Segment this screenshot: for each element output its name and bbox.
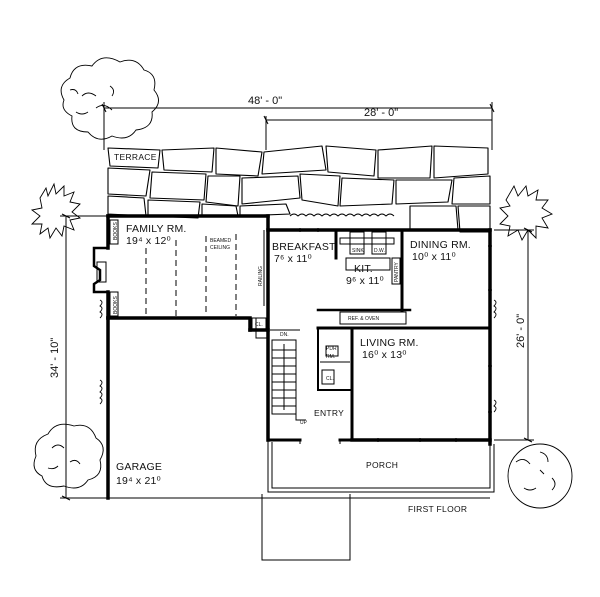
railing-label: RAILING bbox=[258, 266, 264, 286]
up-label: UP bbox=[300, 420, 308, 426]
garage-name: GARAGE bbox=[116, 461, 162, 473]
dimension-right-depth: 26' - 0" bbox=[515, 314, 527, 348]
beamed-label: BEAMED bbox=[210, 238, 232, 244]
breakfast-size: 7⁶ x 11⁰ bbox=[274, 253, 313, 265]
living-size: 16⁰ x 13⁰ bbox=[362, 349, 407, 361]
terrace-label: TERRACE bbox=[114, 152, 157, 162]
kitchen-size: 9⁶ x 11⁰ bbox=[346, 275, 385, 287]
dimension-overall-width: 48' - 0" bbox=[248, 95, 282, 107]
windows bbox=[299, 228, 492, 444]
family-room-name: FAMILY RM. bbox=[126, 223, 187, 235]
dimension-lines bbox=[60, 102, 534, 501]
kitchen-name: KIT. bbox=[354, 263, 373, 275]
interior-walls bbox=[251, 228, 492, 442]
tree-bottom-left bbox=[33, 423, 104, 489]
tree-bottom-right bbox=[507, 443, 573, 509]
closet-label-garage: CL. bbox=[255, 322, 263, 328]
plan-title: FIRST FLOOR bbox=[408, 504, 467, 514]
stair bbox=[271, 339, 306, 421]
ref-oven-label: REF. & OVEN bbox=[348, 316, 380, 322]
pantry-label: PANTRY bbox=[394, 262, 400, 282]
garage-size: 19⁴ x 21⁰ bbox=[116, 475, 162, 487]
ceiling-label: CEILING bbox=[210, 245, 230, 251]
dimension-left-depth: 34' - 10" bbox=[49, 338, 61, 378]
living-name: LIVING RM. bbox=[360, 337, 419, 349]
entry-label: ENTRY bbox=[314, 408, 344, 418]
sink-label: SINK bbox=[352, 248, 364, 254]
tree-left-middle bbox=[30, 182, 82, 240]
tree-right-middle bbox=[499, 184, 554, 242]
dining-name: DINING RM. bbox=[410, 239, 471, 251]
dimension-upper-width: 28' - 0" bbox=[364, 107, 398, 119]
family-room-detail bbox=[109, 219, 237, 317]
books-label-bottom: BOOKS bbox=[113, 296, 119, 314]
dw-label: D.W. bbox=[374, 248, 385, 254]
down-label: DN. bbox=[280, 332, 289, 338]
powder-label-1: PDR bbox=[326, 346, 337, 352]
dining-size: 10⁰ x 11⁰ bbox=[412, 251, 456, 263]
terrace-stones bbox=[107, 145, 491, 233]
breakfast-name: BREAKFAST bbox=[272, 241, 336, 253]
closet-label-entry: CL. bbox=[326, 376, 334, 382]
porch-label: PORCH bbox=[366, 460, 398, 470]
books-label-top: BOOKS bbox=[113, 222, 119, 240]
shrubs bbox=[99, 213, 497, 413]
powder-label-2: RM. bbox=[326, 354, 335, 360]
family-room-size: 19⁴ x 12⁰ bbox=[126, 235, 172, 247]
tree-top-left bbox=[60, 57, 159, 140]
